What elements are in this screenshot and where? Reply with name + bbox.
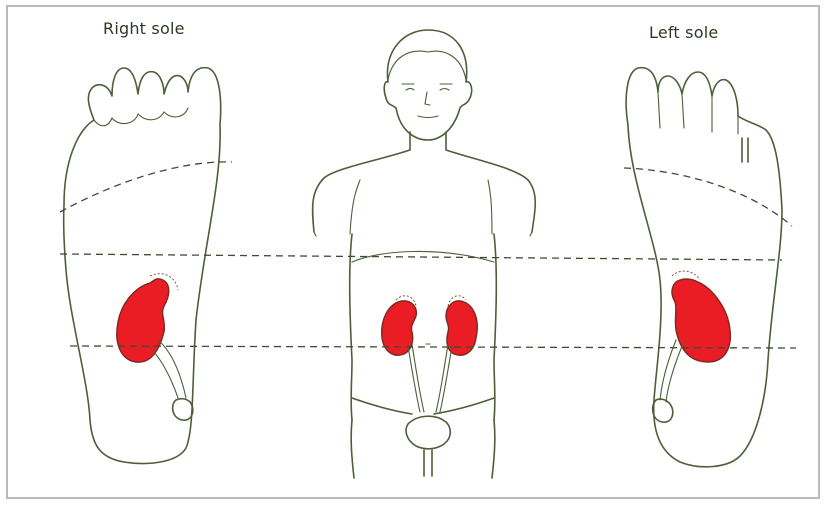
right-sole-label: Right sole (103, 19, 185, 38)
bladder-reflex-zone-left-sole (653, 399, 673, 422)
right-sole-outline (64, 68, 221, 464)
bladder (406, 416, 450, 449)
waist-line (60, 254, 782, 260)
left-sole-diaphragm-line (624, 168, 792, 226)
left-sole (626, 68, 782, 467)
left-sole-label: Left sole (649, 23, 718, 42)
right-sole-diaphragm-line (60, 162, 232, 212)
left-sole-outline (626, 68, 782, 467)
right-sole (64, 68, 221, 464)
bladder-reflex-zone-right-sole (173, 399, 193, 421)
kidney-reflex-zone-right-sole (117, 279, 169, 362)
head-outline (384, 30, 471, 140)
human-torso (313, 30, 536, 478)
body-outline (313, 132, 536, 232)
